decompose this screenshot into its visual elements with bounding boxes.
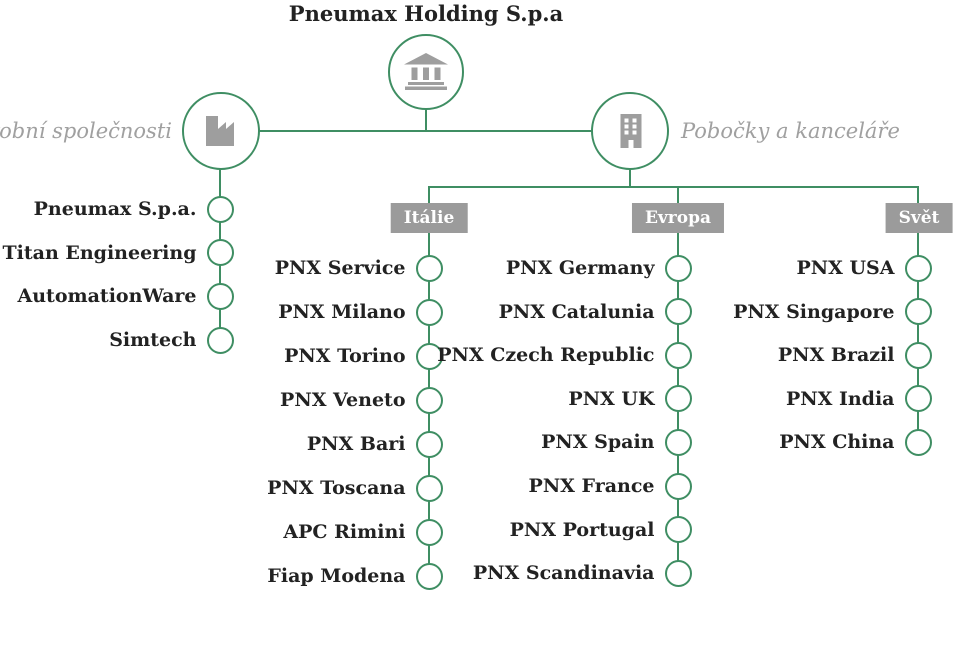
org-node-label: PNX UK xyxy=(568,387,655,410)
org-node-label: Simtech xyxy=(109,329,197,352)
page-title: Pneumax Holding S.p.a xyxy=(288,1,564,26)
org-node-circle xyxy=(206,239,234,267)
org-node-label: PNX Milano xyxy=(278,301,406,323)
badge-europe: Evropa xyxy=(631,203,725,233)
org-node-label: PNX India xyxy=(785,387,895,410)
org-node-label: PNX France xyxy=(528,475,655,497)
org-node-circle xyxy=(664,472,692,500)
org-node-label: AutomationWare xyxy=(17,285,197,308)
org-node-label: PNX Portugal xyxy=(509,518,655,541)
org-node-circle xyxy=(415,474,443,502)
offices-branch-label: Pobočky a kanceláře xyxy=(681,119,900,143)
org-node-label: PNX Scandinavia xyxy=(472,562,655,585)
org-node-label: PNX Czech Republic xyxy=(437,344,655,367)
org-node-circle xyxy=(415,518,443,546)
org-node-circle xyxy=(664,559,692,587)
org-node-label: Pneumax S.p.a. xyxy=(33,198,197,220)
org-node-circle xyxy=(664,516,692,544)
org-node-circle xyxy=(415,430,443,458)
org-node-circle xyxy=(415,254,443,282)
org-node-circle xyxy=(664,298,692,326)
column-connector-line xyxy=(428,186,430,576)
org-node-circle xyxy=(415,298,443,326)
org-node-circle xyxy=(904,341,932,369)
org-node-circle xyxy=(664,428,692,456)
org-node-circle xyxy=(664,254,692,282)
org-node-circle xyxy=(904,385,932,412)
badge-world: Svět xyxy=(885,203,953,233)
org-node-label: Titan Engineering xyxy=(2,241,197,264)
org-node-label: PNX Brazil xyxy=(777,344,895,366)
org-node-circle xyxy=(904,298,932,325)
org-node-circle xyxy=(664,385,692,413)
org-node-circle xyxy=(206,195,234,223)
org-node-label: PNX Service xyxy=(274,257,406,279)
org-node-label: PNX Veneto xyxy=(280,389,406,411)
badge-italy: Itálie xyxy=(390,203,468,233)
org-node-label: PNX Bari xyxy=(306,433,406,455)
production-branch-label: Výrobní společnosti xyxy=(0,119,172,143)
org-node-label: PNX Germany xyxy=(505,257,655,279)
bank-icon xyxy=(404,53,448,90)
org-node-circle xyxy=(415,342,443,370)
org-node-label: PNX Spain xyxy=(541,431,655,454)
org-node-circle xyxy=(904,254,932,282)
org-node-circle xyxy=(904,428,932,456)
column-connector-line xyxy=(677,186,679,574)
org-node-circle xyxy=(206,326,234,354)
org-node-label: PNX USA xyxy=(796,257,895,279)
org-node-circle xyxy=(664,341,692,369)
office-building-icon xyxy=(620,114,642,148)
org-node-label: PNX Catalunia xyxy=(498,300,655,323)
org-node-label: PNX Singapore xyxy=(733,300,895,323)
org-node-label: Fiap Modena xyxy=(267,565,406,587)
org-node-circle xyxy=(415,386,443,414)
org-node-label: PNX Toscana xyxy=(267,477,406,499)
org-node-circle xyxy=(415,562,443,590)
org-node-label: APC Rimini xyxy=(283,521,406,543)
factory-icon xyxy=(206,116,234,146)
org-node-circle xyxy=(206,282,234,310)
org-node-label: PNX Torino xyxy=(284,345,406,367)
org-node-label: PNX China xyxy=(779,431,895,453)
